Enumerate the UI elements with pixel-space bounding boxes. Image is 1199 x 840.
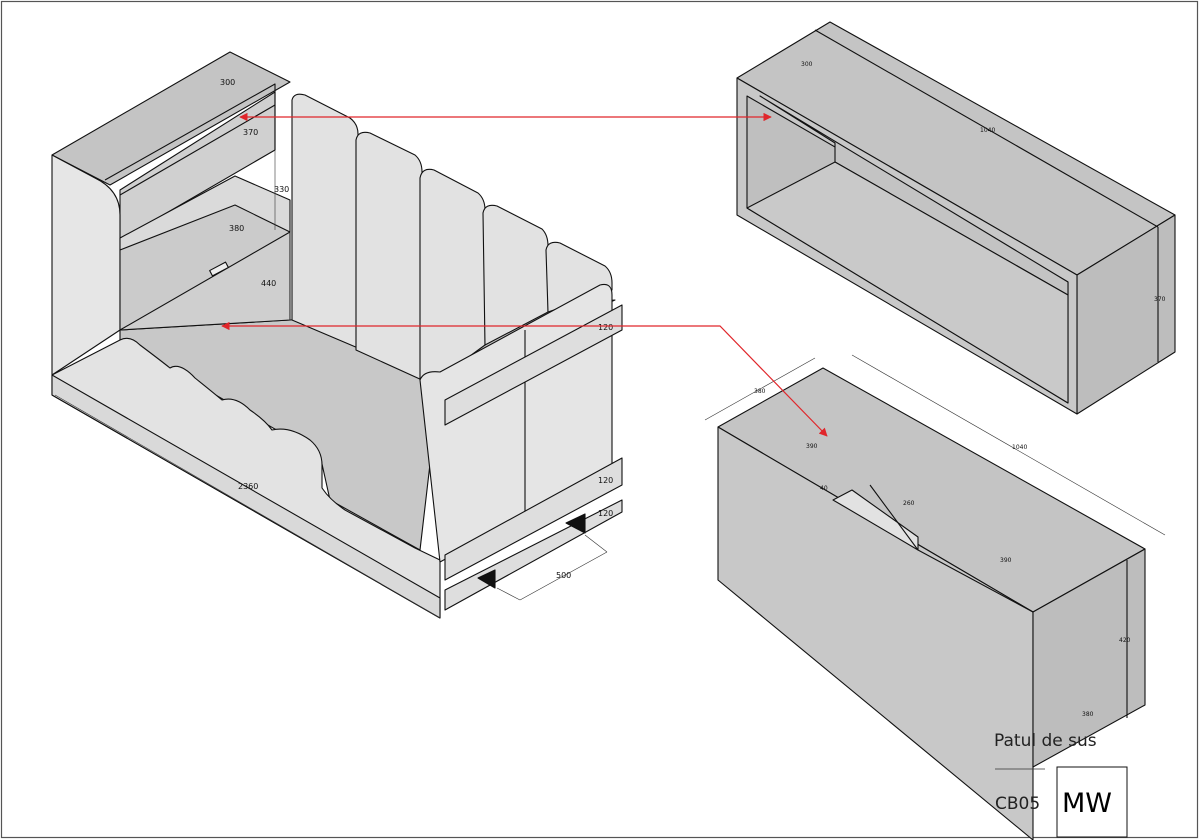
shelf-unit-floor [746, 161, 1069, 404]
bed-left-end-panel [51, 154, 121, 376]
dim-box-handle-width: 40 [820, 485, 828, 492]
storage-box-handle [832, 489, 919, 551]
dim-shelf-unit-depth: 300 [801, 61, 813, 68]
storage-box-side [1032, 548, 1146, 768]
bed-headboard-panel-1 [291, 93, 359, 349]
main-bed-dimension-lines [54, 150, 608, 619]
dim-rail-mid: 120 [598, 476, 613, 485]
dim-bed-length: 2360 [238, 482, 258, 491]
arrow-storage-box [221, 321, 828, 437]
bed-shelf-edge [104, 83, 276, 181]
shelf-unit-top-edge [814, 29, 1159, 228]
dim-box-handle-length: 260 [903, 500, 915, 507]
dim-box-height: 440 [261, 279, 276, 288]
dim-shelf-unit-height: 370 [1154, 296, 1166, 303]
dim-leg-spacing: 500 [556, 571, 571, 580]
bed-headboard-panel-3 [419, 168, 486, 381]
bed-rail-mid [444, 457, 623, 581]
storage-box-lid-split [869, 484, 919, 551]
dim-gap-height: 330 [274, 185, 289, 194]
dim-rail-top: 120 [598, 323, 613, 332]
drawing-title: Patul de sus [994, 731, 1097, 751]
bed-leg-left [477, 569, 496, 589]
dim-box-width: 380 [754, 388, 766, 395]
dim-box-height: 420 [1119, 637, 1131, 644]
reference-arrows [221, 112, 828, 437]
storage-box-front [717, 426, 1034, 840]
shelf-unit-dimension-labels: 300 1040 370 [801, 61, 1166, 303]
logo-text: MW [1062, 788, 1112, 819]
bed-leg-right [565, 513, 586, 534]
main-bed-drawing [51, 51, 623, 619]
dim-box-bottom-depth: 380 [1082, 711, 1094, 718]
dim-shelf-height: 370 [243, 128, 258, 137]
dim-rail-bottom: 120 [598, 509, 613, 518]
drawing-code: CB05 [995, 794, 1040, 814]
dim-box-lid-length: 390 [1000, 557, 1012, 564]
bed-headboard-panel-2 [355, 131, 423, 381]
storage-box-lid-line [917, 549, 1034, 613]
shelf-unit-drawing [736, 21, 1176, 415]
dim-box-top-depth: 390 [806, 443, 818, 450]
logo-box [1056, 766, 1128, 838]
title-block: Patul de sus CB05 MW [994, 731, 1128, 838]
bed-box-handle [209, 261, 229, 277]
dim-box-length: 1040 [1012, 444, 1027, 451]
dim-shelf-depth: 300 [220, 78, 235, 87]
dim-shelf-unit-length: 1040 [980, 127, 995, 134]
dim-box-depth: 380 [229, 224, 244, 233]
bed-shelf-top [51, 51, 291, 186]
